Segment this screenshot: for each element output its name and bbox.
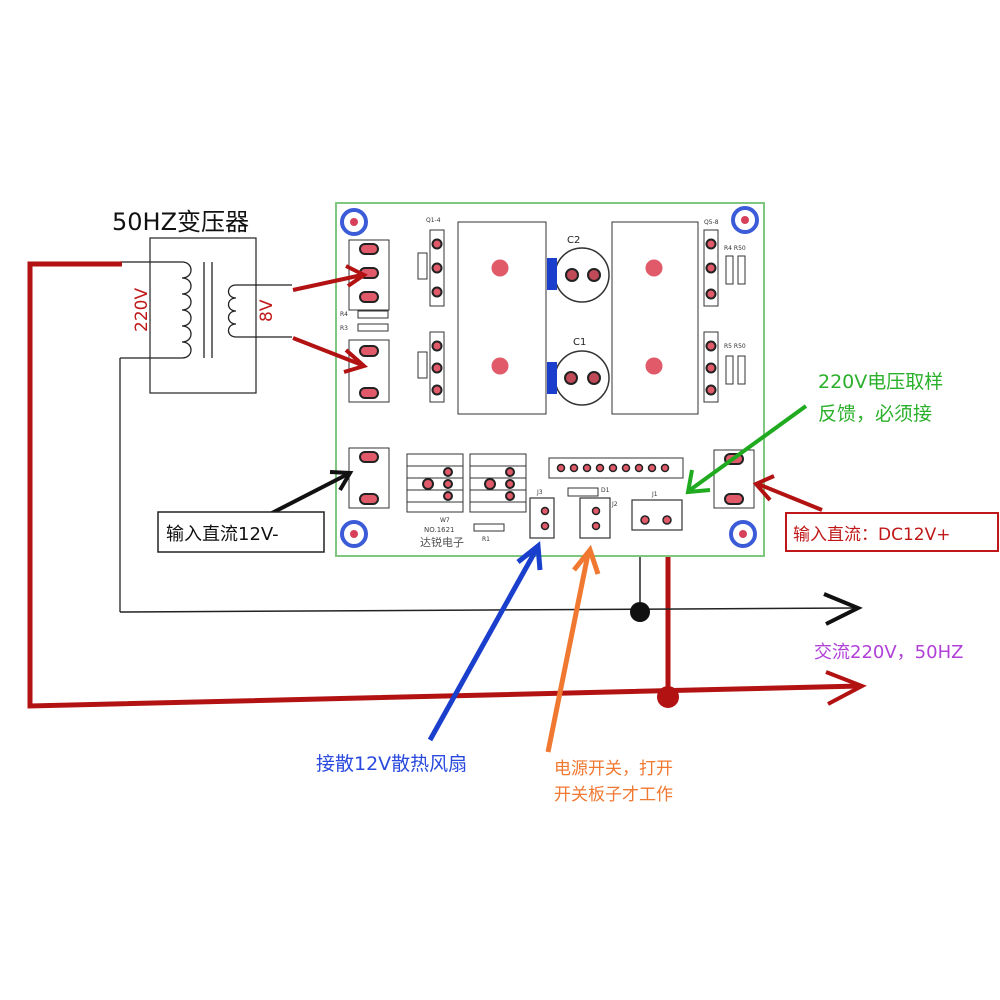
label-r3: R3	[340, 325, 348, 332]
arrow-switch	[545, 544, 601, 753]
input-pos-label: 输入直流：DC12V+	[793, 525, 950, 545]
arrow-8v-lower	[292, 336, 369, 374]
input-pos-box: 输入直流：DC12V+	[785, 512, 999, 552]
secondary-voltage-label: 8V	[257, 299, 277, 322]
secondary-coil	[227, 284, 292, 338]
label-j1: J1	[651, 491, 658, 498]
regulator-heatsinks	[406, 453, 527, 513]
heatsink-left	[457, 221, 547, 415]
terminal-8v-lower	[348, 339, 390, 403]
neutral-junction	[630, 602, 650, 622]
primary-voltage-label: 220V	[132, 288, 152, 332]
live-wire	[27, 261, 867, 709]
mount-hole-br	[729, 520, 757, 548]
fan-connector: J3	[529, 489, 555, 539]
label-j2: J2	[611, 501, 618, 508]
label-c2: C2	[567, 235, 580, 246]
fan-label: 接散12V散热风扇	[316, 753, 467, 775]
switch-connector: J2	[579, 497, 618, 539]
resistor-r3	[357, 323, 389, 332]
label-r1: R1	[482, 536, 490, 543]
heatsink-right-screw-bottom	[645, 357, 663, 375]
pcb-board: R4 R3 Q1-4 C2	[335, 202, 765, 557]
label-r5r50: R5 R50	[724, 343, 746, 350]
capacitor-c2: C2	[547, 235, 610, 303]
neutral-arrow-head	[823, 592, 863, 626]
neutral-wire	[119, 528, 863, 626]
arrow-feedback	[685, 404, 808, 495]
mount-hole-bl	[340, 520, 368, 548]
capacitor-c1: C1	[547, 337, 610, 406]
primary-coil	[120, 261, 192, 359]
arrow-fan	[427, 541, 543, 742]
diode-d1	[567, 487, 599, 497]
heatsink-left-screw-top	[491, 259, 509, 277]
pin-header	[548, 457, 684, 479]
label-q2: Q5-8	[704, 219, 719, 226]
mount-hole-tr	[731, 206, 759, 234]
heatsink-right-screw-top	[645, 259, 663, 277]
label-j3: J3	[536, 489, 543, 496]
label-r4: R4	[340, 311, 348, 318]
input-neg-box: 输入直流12V-	[157, 511, 325, 553]
label-d1: D1	[601, 487, 610, 494]
switch-label-line1: 电源开关，打开	[554, 759, 673, 779]
live-junction	[657, 686, 679, 708]
heatsink-right	[611, 221, 699, 415]
switch-label-line2: 开关板子才工作	[554, 785, 673, 805]
feedback-connector: J1	[631, 491, 683, 531]
live-arrow-head	[825, 670, 867, 706]
label-w7: W7	[440, 517, 450, 524]
label-r4r50: R4 R50	[724, 245, 746, 252]
ac-output-label: 交流220V，50HZ	[814, 642, 963, 663]
transformer-body	[149, 237, 257, 394]
feedback-label-line1: 220V电压取样	[818, 371, 943, 393]
mosfet-bank-left: Q1-4	[417, 217, 445, 403]
resistor-r4	[357, 310, 389, 319]
label-c1: C1	[573, 337, 586, 348]
label-q1: Q1-4	[426, 217, 441, 224]
mosfet-bank-right: Q5-8 R4 R50 R5 R50	[703, 219, 746, 403]
mount-hole-tl	[340, 208, 368, 236]
arrow-12v-neg	[269, 470, 354, 516]
feedback-label-line2: 反馈，必须接	[818, 403, 932, 425]
transformer-title: 50HZ变压器	[112, 208, 249, 236]
transformer	[119, 237, 292, 612]
arrow-8v-upper	[292, 264, 368, 292]
heatsink-left-screw-bottom	[491, 357, 509, 375]
label-brand-cn: 达锐电子	[420, 535, 464, 549]
arrow-12v-pos	[752, 474, 823, 512]
label-brand: NO.1621	[424, 526, 455, 534]
resistor-r1	[473, 523, 505, 532]
terminal-12v-neg	[348, 447, 390, 509]
input-neg-label: 输入直流12V-	[166, 524, 279, 545]
